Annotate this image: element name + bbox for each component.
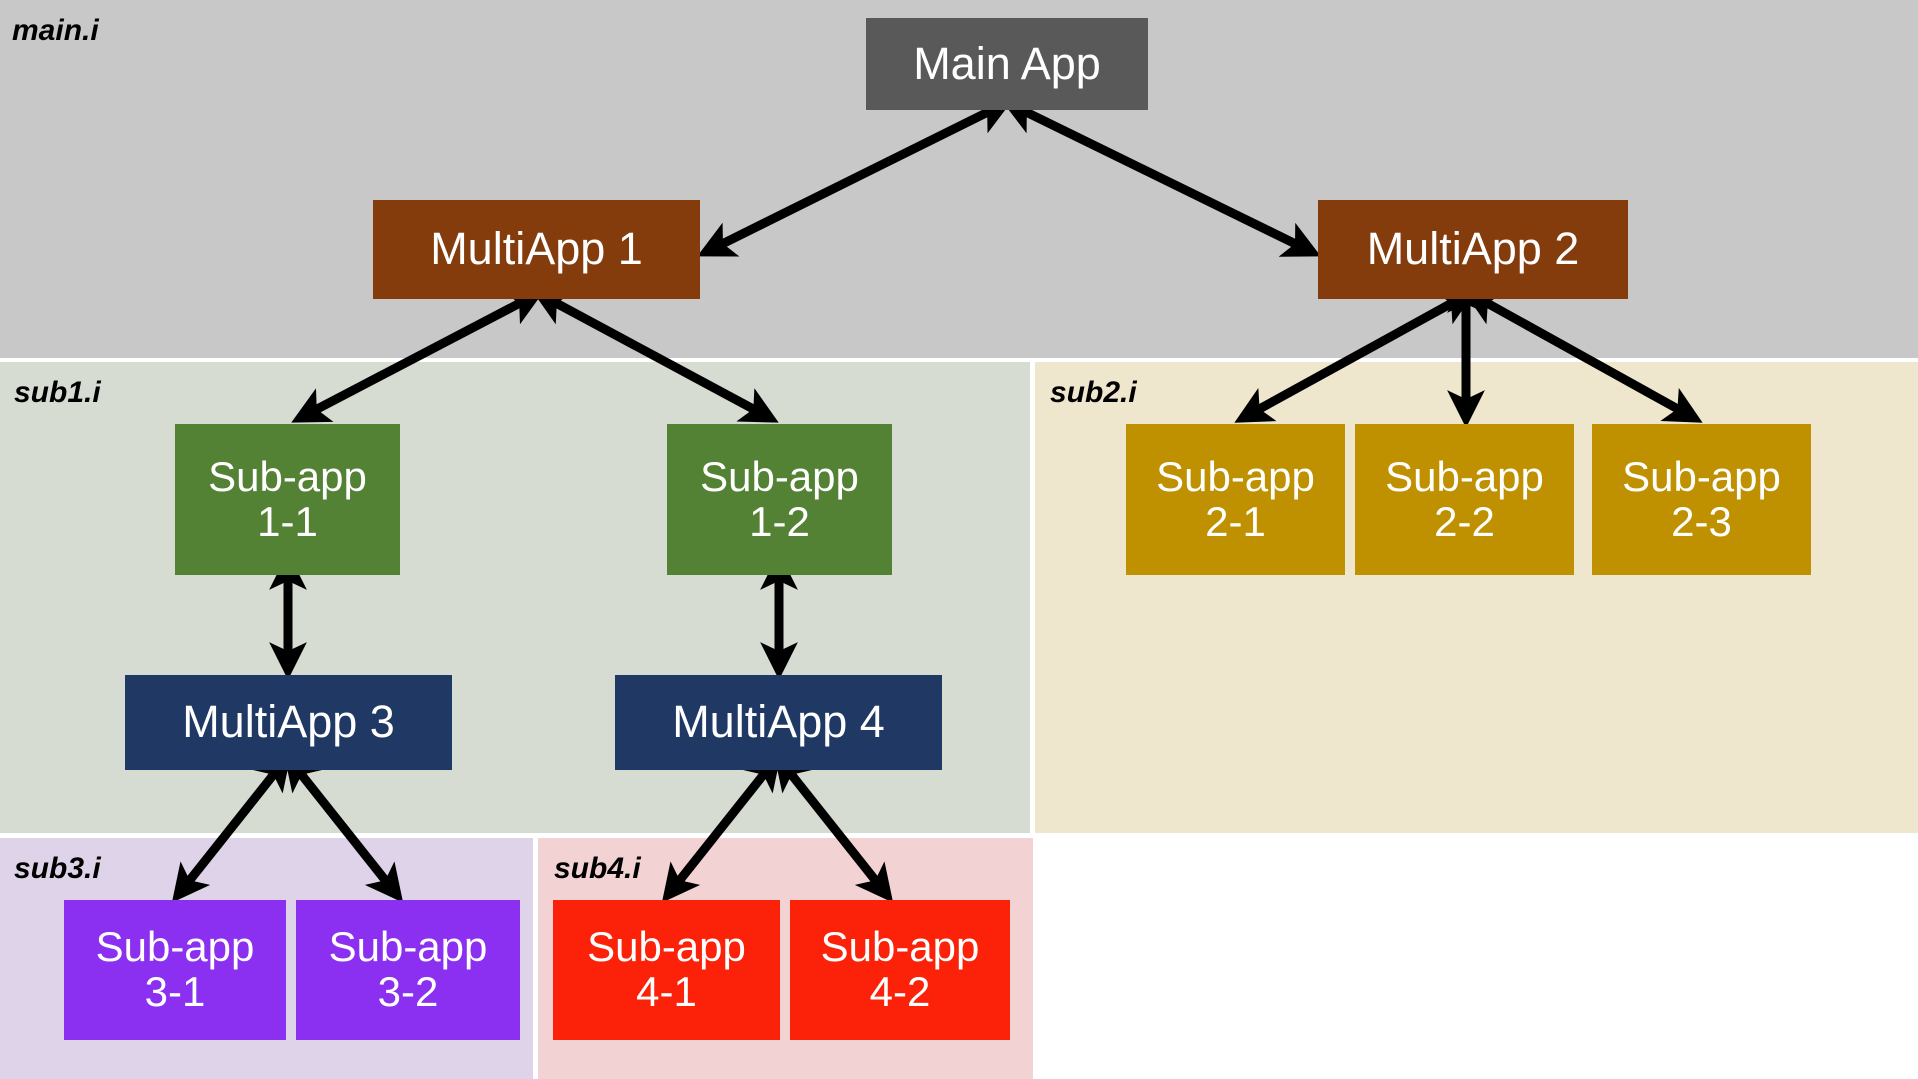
panel-label-main: main.i	[12, 14, 99, 47]
node-sub-app-1-2[interactable]: Sub-app 1-2	[667, 424, 892, 575]
node-sub-app-2-1[interactable]: Sub-app 2-1	[1126, 424, 1345, 575]
node-multiapp-4[interactable]: MultiApp 4	[615, 675, 942, 770]
panel-label-sub3: sub3.i	[14, 852, 101, 885]
panel-label-sub1: sub1.i	[14, 376, 101, 409]
node-multiapp-1[interactable]: MultiApp 1	[373, 200, 700, 299]
node-main-app[interactable]: Main App	[866, 18, 1148, 110]
node-sub-app-4-1[interactable]: Sub-app 4-1	[553, 900, 780, 1040]
node-multiapp-2[interactable]: MultiApp 2	[1318, 200, 1628, 299]
node-sub-app-2-3[interactable]: Sub-app 2-3	[1592, 424, 1811, 575]
panel-label-sub4: sub4.i	[554, 852, 641, 885]
node-sub-app-1-1[interactable]: Sub-app 1-1	[175, 424, 400, 575]
node-sub-app-2-2[interactable]: Sub-app 2-2	[1355, 424, 1574, 575]
node-multiapp-3[interactable]: MultiApp 3	[125, 675, 452, 770]
node-sub-app-3-1[interactable]: Sub-app 3-1	[64, 900, 286, 1040]
node-sub-app-4-2[interactable]: Sub-app 4-2	[790, 900, 1010, 1040]
node-sub-app-3-2[interactable]: Sub-app 3-2	[296, 900, 520, 1040]
panel-label-sub2: sub2.i	[1050, 376, 1137, 409]
